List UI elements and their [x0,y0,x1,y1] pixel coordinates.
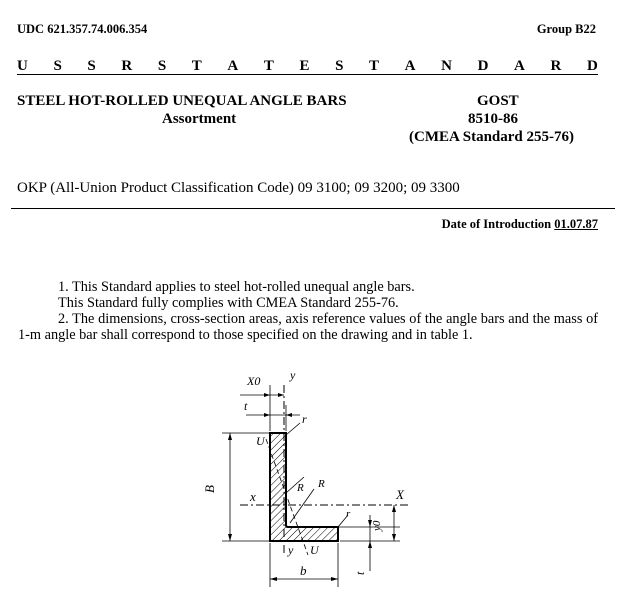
banner-letter: R [550,58,562,74]
label-x0: X0 [246,374,260,388]
banner-letter: A [227,58,239,74]
paragraph-2: This Standard fully complies with CMEA S… [58,295,399,311]
banner-underline [17,74,598,75]
paragraph-1: 1. This Standard applies to steel hot-ro… [58,279,415,295]
document-subtitle: Assortment [162,111,237,127]
angle-bar-drawing: X0 y t r U B x R R X r y0 y U b t [202,368,410,587]
banner-letter: S [157,58,167,74]
banner-letter: T [369,58,380,74]
banner-letter: A [514,58,525,74]
banner-letter: N [441,58,452,74]
label-R2: R [317,478,325,490]
section-divider [11,208,615,209]
label-u-top: U [256,434,266,448]
banner-letter: D [477,58,489,74]
introduction-date: Date of Introduction 01.07.87 [442,217,598,232]
banner-letter: T [191,58,202,74]
label-b: b [300,563,307,578]
banner-letter: D [586,58,598,74]
banner-letter: R [121,58,133,74]
gost-number: 8510-86 [468,111,518,127]
banner-letter: S [53,58,62,74]
label-B: B [202,485,217,493]
banner-letter: S [87,58,96,74]
introduction-label: Date of Introduction [441,217,552,231]
cmea-standard: (CMEA Standard 255-76) [409,129,575,145]
label-y0: y0 [371,520,383,532]
label-x-left: x [249,489,256,504]
banner-letter: A [404,58,416,74]
label-y-top: y [289,368,296,382]
label-t-right: t [353,571,367,575]
banner-letter: U [17,58,28,74]
u-axis-line [265,438,309,556]
label-r-top: r [302,412,307,426]
banner-letter: E [299,58,310,74]
banner-letter: T [263,58,274,74]
okp-codes: OKP (All-Union Product Classification Co… [17,180,460,196]
document-title: STEEL HOT-ROLLED UNEQUAL ANGLE BARS [17,93,347,109]
label-r-right: r [346,508,351,520]
group-code: Group B22 [536,22,596,36]
label-u-bottom: U [310,543,320,557]
gost-label: GOST [477,93,519,109]
udc-code: UDC 621.357.74.006.354 [17,22,148,36]
introduction-date-value: 01.07.87 [554,217,598,231]
label-y-bottom: y [287,543,294,557]
banner-letter: S [335,58,344,74]
body-text: 1. This Standard applies to steel hot-ro… [18,279,598,343]
paragraph-3: 2. The dimensions, cross-section areas, … [18,311,598,343]
label-t-top: t [244,399,248,413]
label-R1: R [296,482,304,494]
angle-profile [269,432,339,542]
label-x-right: X [395,487,405,502]
